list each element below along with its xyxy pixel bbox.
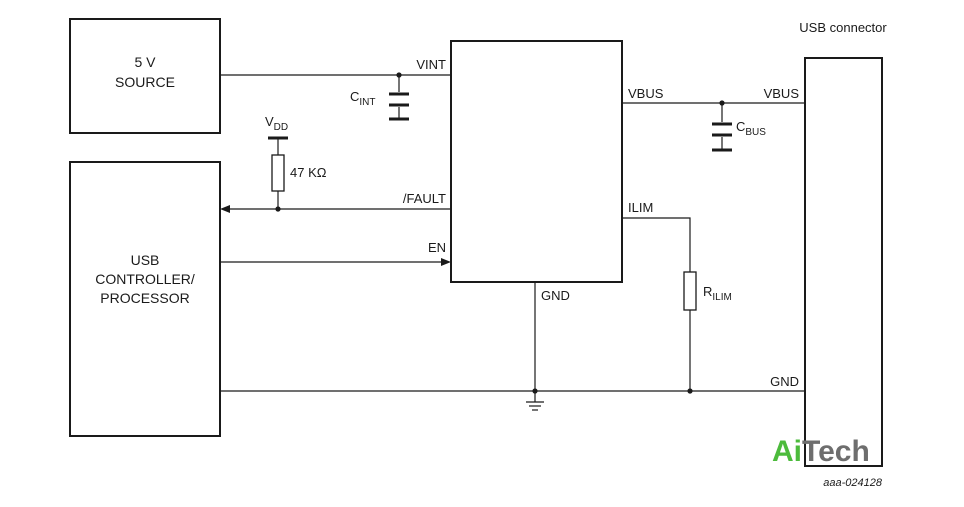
usb-connector-title: USB connector [799, 20, 887, 35]
gnd-junction-ilim [687, 388, 693, 394]
cbus-label: CBUS [736, 119, 766, 138]
vdd-label: VDD [265, 114, 288, 133]
source-block [69, 18, 221, 134]
cint-label: CINT [350, 89, 376, 108]
logo-ai: Ai [772, 435, 802, 468]
connector-gnd: GND [770, 374, 799, 389]
source-label-line2: SOURCE [115, 74, 175, 90]
usb-connector [804, 57, 883, 467]
controller-label-line1: USB [131, 252, 160, 268]
figure-reference: aaa-024128 [823, 477, 883, 489]
watermark-logo: AiTech [772, 435, 870, 468]
en-arrow [441, 258, 451, 266]
controller-label-line2: CONTROLLER/ [95, 271, 195, 287]
ilim-resistor [683, 271, 697, 311]
controller-block [69, 161, 221, 437]
controller-label-line3: PROCESSOR [100, 290, 189, 306]
pin-fault: /FAULT [403, 191, 446, 206]
pin-vint: VINT [416, 57, 446, 72]
connector-vbus: VBUS [764, 86, 800, 101]
pin-gnd: GND [541, 288, 570, 303]
pin-en: EN [428, 240, 446, 255]
logo-tech: Tech [802, 435, 870, 468]
source-label-line1: 5 V [134, 54, 156, 70]
fault-junction [275, 206, 281, 212]
ilim-wire [622, 217, 691, 272]
rilim-label: RILIM [703, 284, 732, 303]
fault-arrow [220, 205, 230, 213]
pin-vbus: VBUS [628, 86, 664, 101]
ground-symbol [526, 401, 544, 411]
power-switch-ic [450, 40, 623, 283]
pullup-resistor [271, 154, 285, 192]
pin-ilim: ILIM [628, 200, 653, 215]
pullup-value: 47 KΩ [290, 165, 327, 180]
